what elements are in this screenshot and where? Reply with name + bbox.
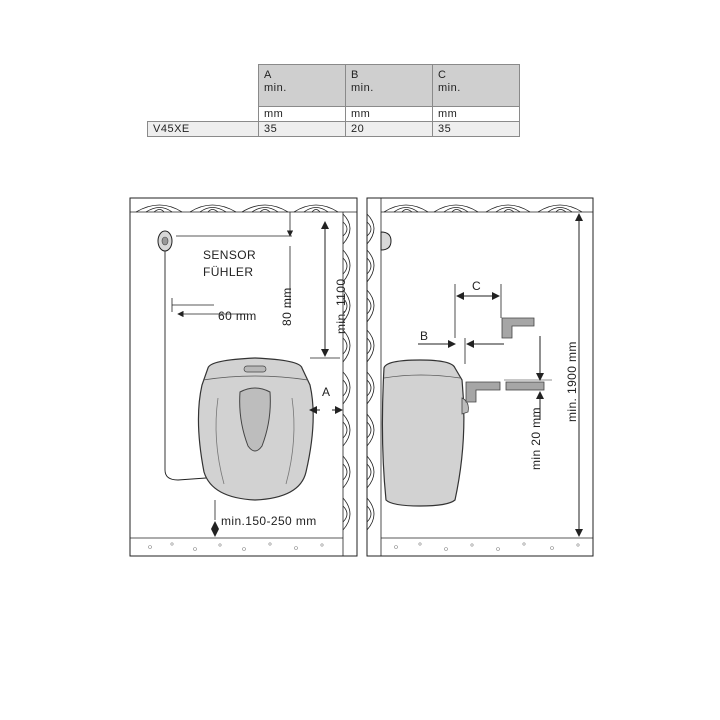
min-1100-label: min. 1100 xyxy=(334,279,348,334)
side-wall-boards xyxy=(366,198,382,556)
floor-gap-label: min.150-250 mm xyxy=(221,514,317,528)
front-ceiling-boards xyxy=(130,204,357,213)
header-a-letter: A xyxy=(264,69,272,81)
header-a-min: min. xyxy=(264,82,287,94)
unit-c: mm xyxy=(432,106,520,122)
upper-bracket xyxy=(501,317,535,339)
side-floor xyxy=(381,537,593,551)
value-b: 20 xyxy=(345,121,433,137)
model-cell: V45XE xyxy=(147,121,259,137)
header-b-min: min. xyxy=(351,82,374,94)
header-c-letter: C xyxy=(438,69,447,81)
lower-bracket-left xyxy=(465,381,501,403)
clearance-a-label: A xyxy=(322,385,330,399)
value-a: 35 xyxy=(258,121,346,137)
value-c: 35 xyxy=(432,121,520,137)
front-wall-boards xyxy=(342,212,351,556)
front-view-frame xyxy=(129,197,358,557)
header-c-min: min. xyxy=(438,82,461,94)
min-20-label: min 20 mm xyxy=(529,407,543,470)
header-b-letter: B xyxy=(351,69,359,81)
clearance-table-data-row: V45XE 35 20 35 xyxy=(147,121,520,137)
lower-bracket-right xyxy=(505,381,545,391)
clearance-b-label: B xyxy=(420,329,428,343)
side-ceiling-boards xyxy=(381,204,593,213)
sensor-cable xyxy=(164,251,207,481)
sensor-icon xyxy=(157,230,173,252)
sixty-mm-label: 60 mm xyxy=(218,309,257,323)
fuehler-label: FÜHLER xyxy=(203,265,253,279)
min-1900-label: min. 1900 mm xyxy=(565,341,579,422)
front-view: SENSOR FÜHLER 60 mm 80 mm min. 1100 A mi… xyxy=(129,197,358,557)
heater-side xyxy=(381,359,469,507)
side-view: C B min 20 mm min. 1900 mm xyxy=(366,197,594,557)
heater-front xyxy=(197,357,314,501)
side-sensor-icon xyxy=(380,231,392,251)
eighty-mm-label: 80 mm xyxy=(280,287,294,326)
sensor-label: SENSOR xyxy=(203,248,256,262)
front-floor xyxy=(130,537,343,551)
side-view-frame xyxy=(366,197,594,557)
clearance-c-label: C xyxy=(472,279,481,293)
unit-b: mm xyxy=(345,106,433,122)
